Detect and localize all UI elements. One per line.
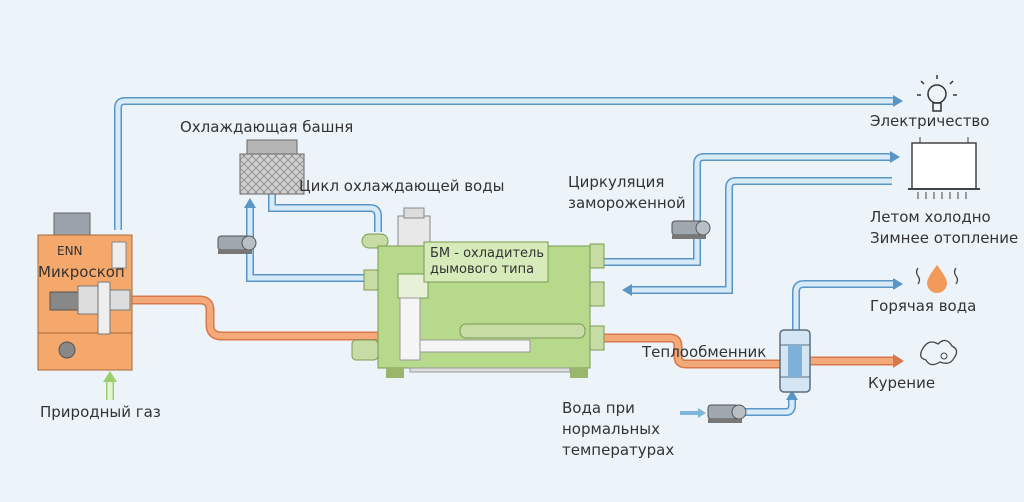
natural-gas-arrow xyxy=(103,371,117,400)
electricity-label: Электричество xyxy=(870,112,990,130)
brand-label: ENN xyxy=(57,244,83,258)
fan-coil-icon xyxy=(908,137,980,199)
normal-water-pipe xyxy=(680,390,798,418)
chiller-label-2: дымового типа xyxy=(430,262,535,277)
cooling-water-pipe xyxy=(244,193,382,282)
natural-gas-label: Природный газ xyxy=(40,403,161,421)
frozen-circulation-label-2: замороженной xyxy=(568,194,686,212)
microturbine-label: Микроскоп xyxy=(38,263,125,281)
electricity-pipe xyxy=(114,95,903,230)
cooling-tower xyxy=(239,139,305,195)
smoking-pipe xyxy=(810,354,904,368)
lightbulb-icon xyxy=(917,75,957,112)
frozen-circulation-pipe xyxy=(603,151,900,296)
smoking-label: Курение xyxy=(868,374,936,392)
heat-exchanger xyxy=(779,329,811,393)
hot-outlet-pipe xyxy=(603,333,780,369)
frozen-circulation-label-1: Циркуляция xyxy=(568,173,665,191)
cooling-tower-label: Охлаждающая башня xyxy=(180,118,354,136)
pump-icon xyxy=(707,404,747,423)
normal-water-label-1: Вода при xyxy=(562,399,635,417)
winter-heating-label: Зимнее отопление xyxy=(870,229,1019,247)
chiller-unit xyxy=(351,207,605,378)
hot-water-pipe xyxy=(792,278,903,330)
summer-cold-label: Летом холодно xyxy=(870,208,991,226)
normal-water-label-3: температурах xyxy=(562,441,675,459)
pump-icon xyxy=(671,220,711,239)
exhaust-pipe xyxy=(132,295,378,341)
normal-water-label-2: нормальных xyxy=(562,420,660,438)
pump-icon xyxy=(217,235,257,254)
cooling-water-cycle-label: Цикл охлаждающей воды xyxy=(299,177,505,195)
microturbine-unit xyxy=(37,212,133,371)
water-drop-icon xyxy=(915,265,959,293)
heat-exchanger-label: Теплообменник xyxy=(642,343,767,361)
steam-icon xyxy=(920,339,958,366)
hot-water-label: Горячая вода xyxy=(870,297,977,315)
chiller-label-1: БМ - охладитель xyxy=(430,246,544,261)
